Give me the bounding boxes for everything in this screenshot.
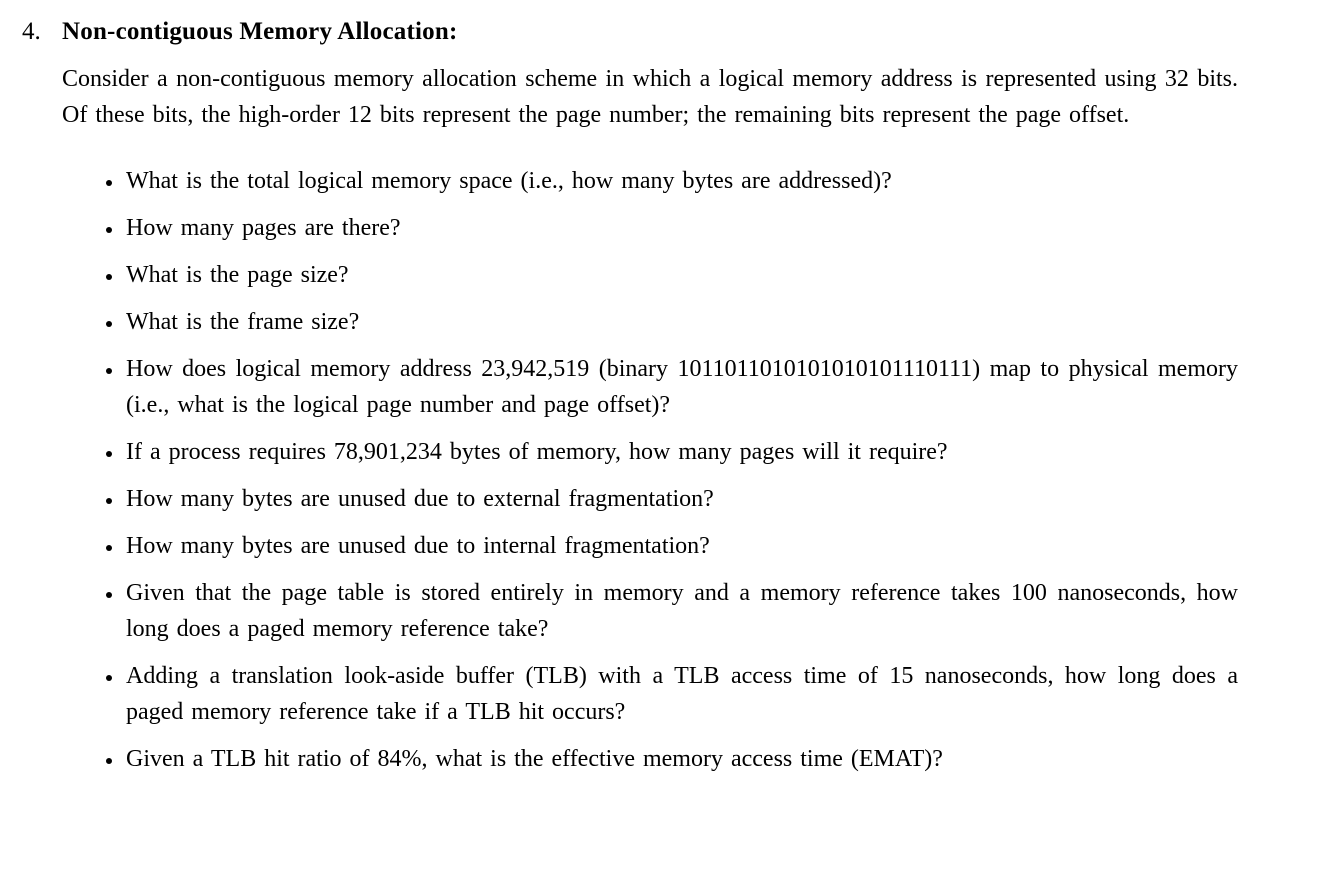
list-item: Given a TLB hit ratio of 84%, what is th… (124, 741, 1238, 777)
list-item: How many pages are there? (124, 210, 1238, 246)
list-item: Given that the page table is stored enti… (124, 575, 1238, 647)
item-body: Non-contiguous Memory Allocation: Consid… (62, 14, 1238, 788)
list-item: What is the page size? (124, 257, 1238, 293)
list-item: How does logical memory address 23,942,5… (124, 351, 1238, 423)
list-item: What is the total logical memory space (… (124, 163, 1238, 199)
section-heading: Non-contiguous Memory Allocation: (62, 18, 458, 45)
list-item: Adding a translation look-aside buffer (… (124, 658, 1238, 730)
item-number: 4. (22, 18, 41, 45)
list-item: If a process requires 78,901,234 bytes o… (124, 434, 1238, 470)
intro-paragraph: Consider a non-contiguous memory allocat… (62, 66, 1238, 128)
question-list: What is the total logical memory space (… (62, 163, 1238, 777)
numbered-item: 4. Non-contiguous Memory Allocation: Con… (22, 14, 1238, 788)
list-item: How many bytes are unused due to interna… (124, 528, 1238, 564)
list-item: What is the frame size? (124, 304, 1238, 340)
list-item: How many bytes are unused due to externa… (124, 481, 1238, 517)
